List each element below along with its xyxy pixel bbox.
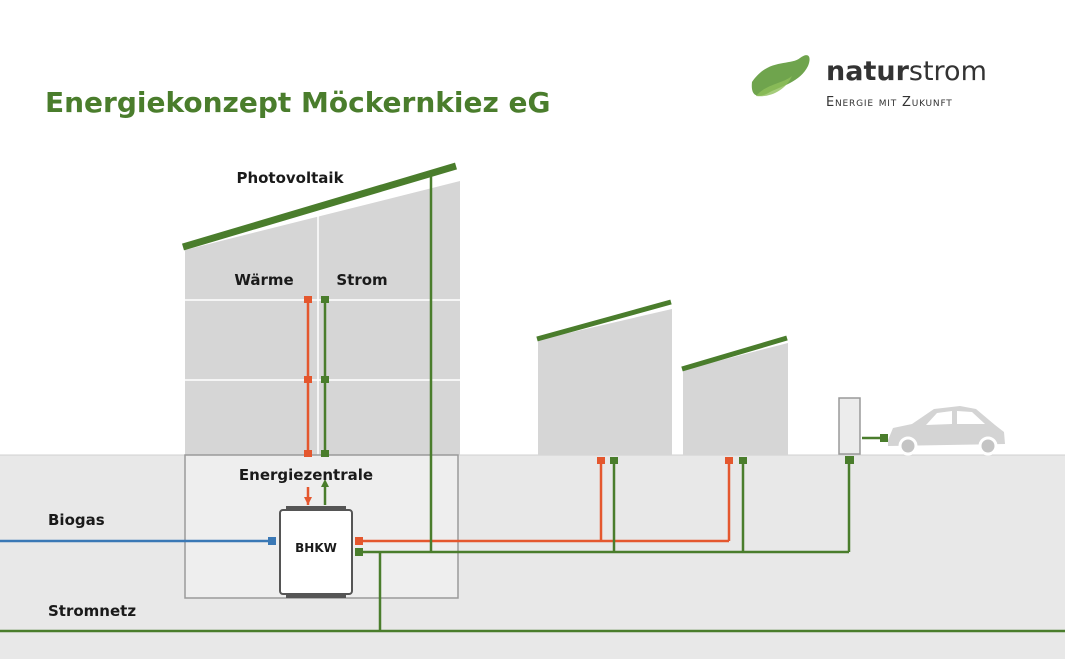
logo-brand-prefix: natur	[826, 56, 910, 87]
photovoltaik-label: Photovoltaik	[236, 169, 344, 187]
building-2	[536, 299, 672, 455]
biogas-connector	[268, 537, 276, 545]
main-building	[185, 181, 460, 455]
power-connectors	[321, 296, 888, 556]
bhkw-label: BHKW	[295, 541, 337, 555]
waerme-label: Wärme	[234, 271, 293, 289]
heat-connectors	[304, 296, 733, 545]
building-3	[681, 335, 788, 455]
power-distribution-lines	[323, 173, 888, 631]
car-icon	[888, 406, 1005, 456]
strom-label: Strom	[336, 271, 387, 289]
charging-station-icon	[838, 397, 861, 464]
pv-panel-3	[681, 335, 788, 372]
pv-panel-main	[182, 162, 457, 251]
energiezentrale-label: Energiezentrale	[239, 466, 373, 484]
bhkw-unit: BHKW	[279, 506, 353, 598]
pv-panel-2	[536, 299, 672, 342]
biogas-label: Biogas	[48, 511, 105, 529]
ground-area	[0, 455, 1065, 659]
logo-wordmark: naturstrom	[826, 56, 987, 87]
green-swoosh-logo-icon	[751, 55, 810, 97]
stromnetz-label: Stromnetz	[48, 602, 136, 620]
page-title: Energiekonzept Möckernkiez eG	[45, 86, 551, 119]
logo-brand-suffix: strom	[909, 56, 987, 87]
naturstrom-logo: naturstrom Energie mit Zukunft	[751, 55, 987, 110]
logo-tagline: Energie mit Zukunft	[826, 95, 953, 110]
